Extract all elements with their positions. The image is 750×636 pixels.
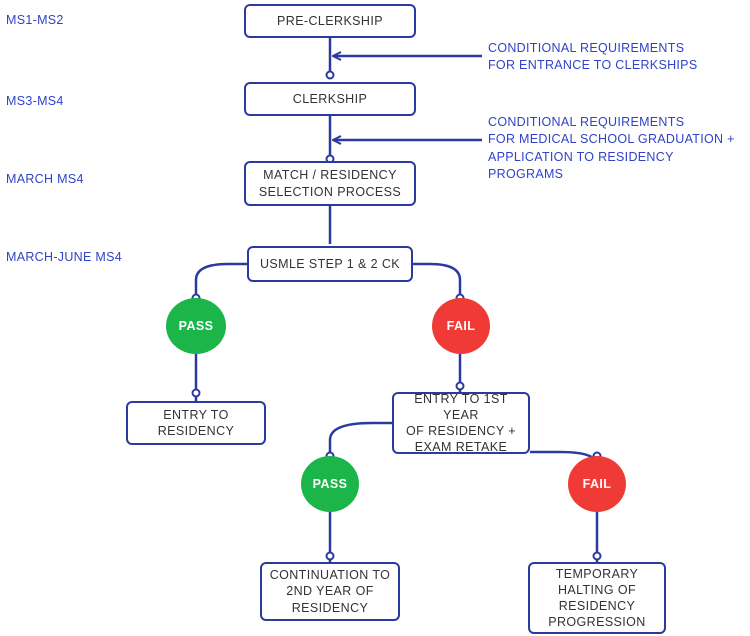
node-entry-first-year-retake: ENTRY TO 1ST YEAR OF RESIDENCY + EXAM RE… [392, 392, 530, 454]
connector-usmle-pass [194, 262, 248, 300]
connector-usmle-fail [412, 262, 462, 300]
node-clerkship: CLERKSHIP [244, 82, 416, 116]
node-pre-clerkship: PRE-CLERKSHIP [244, 4, 416, 38]
stage-label-ms3-ms4: MS3-MS4 [6, 94, 64, 108]
decision-pass-2: PASS [301, 456, 359, 512]
note-clerkship-requirements: CONDITIONAL REQUIREMENTS FOR ENTRANCE TO… [488, 41, 698, 73]
stage-label-ms1-ms2: MS1-MS2 [6, 13, 64, 27]
node-halting: TEMPORARY HALTING OF RESIDENCY PROGRESSI… [528, 562, 666, 634]
node-usmle: USMLE STEP 1 & 2 CK [247, 246, 413, 282]
decision-pass-1: PASS [166, 298, 226, 354]
stage-label-march-ms4: MARCH MS4 [6, 172, 84, 186]
decision-fail-1: FAIL [432, 298, 490, 354]
note-graduation-requirements: CONDITIONAL REQUIREMENTS FOR MEDICAL SCH… [488, 115, 735, 181]
stage-label-march-june-ms4: MARCH-JUNE MS4 [6, 250, 123, 264]
node-match-selection: MATCH / RESIDENCY SELECTION PROCESS [244, 161, 416, 206]
node-entry-residency: ENTRY TO RESIDENCY [126, 401, 266, 445]
node-continuation: CONTINUATION TO 2ND YEAR OF RESIDENCY [260, 562, 400, 621]
decision-fail-2: FAIL [568, 456, 626, 512]
connector-retake-pass [328, 421, 393, 458]
